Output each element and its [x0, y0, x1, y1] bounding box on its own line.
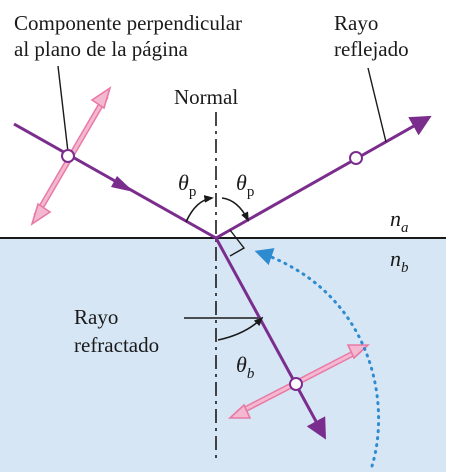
angle-arc-refracted	[217, 316, 264, 341]
perpendicular-dot-refracted	[289, 377, 303, 391]
component-label-line1: Componente perpendicular	[14, 11, 242, 35]
reflected-pointer-line	[367, 67, 387, 143]
refracted-label-line1: Rayo	[74, 305, 118, 329]
lower-medium	[0, 238, 446, 472]
right-angle-marker	[229, 229, 246, 257]
component-label-line2: al plano de la página	[14, 37, 188, 61]
reflected-label-line1: Rayo	[334, 11, 378, 35]
refracted-label-line2: refractado	[74, 333, 159, 357]
reflected-label-line2: reflejado	[334, 37, 409, 61]
normal-label: Normal	[174, 85, 238, 109]
refracted-ray	[214, 237, 327, 440]
perpendicular-dot-reflected	[349, 151, 363, 165]
index-nb: nb	[390, 246, 409, 276]
incident-ray-arrowhead	[111, 176, 134, 192]
reflected-ray	[215, 115, 432, 240]
angle-arc-reflected	[221, 197, 249, 222]
perpendicular-dot-incident	[61, 149, 75, 163]
index-na: na	[390, 206, 409, 236]
theta-b: θb	[236, 352, 255, 382]
component-pointer-line	[57, 65, 69, 153]
angle-arc-incident	[185, 195, 214, 223]
theta-p-right: θp	[236, 170, 254, 200]
theta-p-left: θp	[178, 170, 196, 200]
dotted-curved-arrow	[254, 248, 381, 468]
polarization-arrow-incident	[30, 86, 112, 226]
